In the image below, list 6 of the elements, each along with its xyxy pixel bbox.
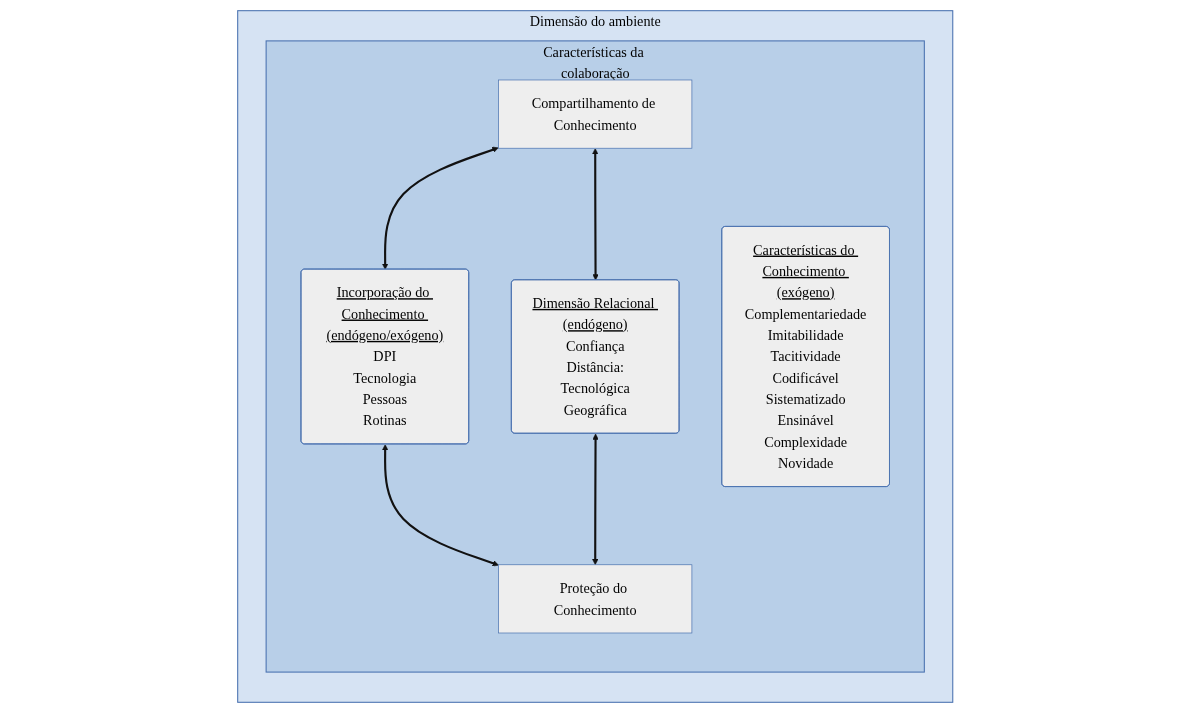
arrow — [592, 148, 599, 281]
node-box: Compartilhamento de Conhecimento — [498, 79, 693, 149]
arrow — [382, 146, 499, 270]
arrow — [382, 444, 500, 567]
node-box: Proteção do Conhecimento — [498, 564, 693, 634]
arrow — [592, 433, 599, 566]
